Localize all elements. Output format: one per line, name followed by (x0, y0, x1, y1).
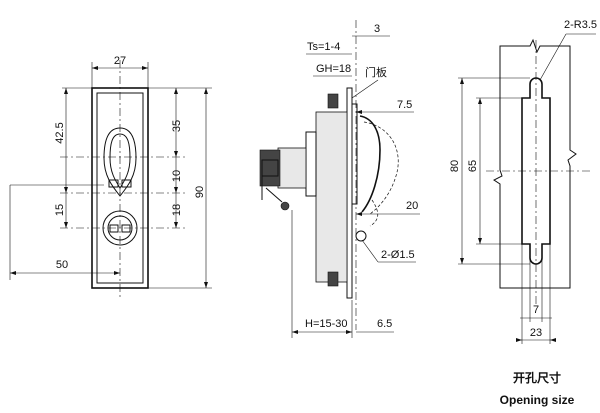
handle-slot-left (108, 179, 119, 188)
door-panel-label: 门板 (365, 65, 387, 79)
dim-text-gh: GH=18 (316, 63, 351, 75)
screw-top (327, 93, 339, 109)
dim-text-18: 18 (171, 204, 183, 216)
handle-profile (359, 115, 381, 213)
dim-text-27: 27 (114, 55, 126, 67)
pin-hole (355, 230, 367, 242)
side-view: 门板 Ts=1-4 GH=18 3 7.5 20 2-Ø1.5 H=15-30 … (259, 20, 420, 338)
dim-text-23: 23 (530, 327, 542, 339)
dim-text-50: 50 (56, 259, 68, 271)
keyhole-left (109, 224, 119, 233)
front-view: 27 90 42.5 35 10 18 15 (9, 55, 212, 300)
dim-text-radius: 2-R3.5 (564, 19, 597, 31)
lock-shaft (277, 147, 307, 189)
dim-text-3: 3 (374, 23, 380, 35)
dim-text-65: 65 (467, 160, 479, 172)
dim-text-7-5: 7.5 (397, 99, 412, 111)
dim-text-holes: 2-Ø1.5 (381, 249, 415, 261)
lock-housing (315, 111, 348, 283)
handle-shape (103, 127, 137, 197)
opening-frame (493, 38, 577, 289)
dim-text-7: 7 (533, 304, 539, 316)
dim-text-15: 15 (54, 204, 66, 216)
dim-text-90: 90 (194, 186, 206, 198)
keyhole-right (121, 224, 131, 233)
door-panel (346, 87, 353, 299)
dim-text-42-5: 42.5 (54, 122, 66, 143)
dim-text-10: 10 (171, 170, 183, 182)
handle-slot-right (121, 179, 132, 188)
dim-text-6-5: 6.5 (377, 318, 392, 330)
dim-text-35: 35 (171, 120, 183, 132)
screw-bottom (327, 271, 339, 287)
caption-english: Opening size (500, 393, 575, 407)
opening-view: 2-R3.5 80 65 7 23 开孔尺寸 Opening size (449, 19, 597, 407)
lock-nut (259, 149, 281, 187)
dim-text-20: 20 (406, 200, 418, 212)
link-screw (280, 201, 290, 211)
caption-chinese: 开孔尺寸 (513, 370, 561, 385)
handle-inner (109, 133, 131, 189)
dim-text-80: 80 (449, 160, 461, 172)
dim-text-ts: Ts=1-4 (307, 41, 340, 53)
dim-text-h: H=15-30 (305, 318, 348, 330)
